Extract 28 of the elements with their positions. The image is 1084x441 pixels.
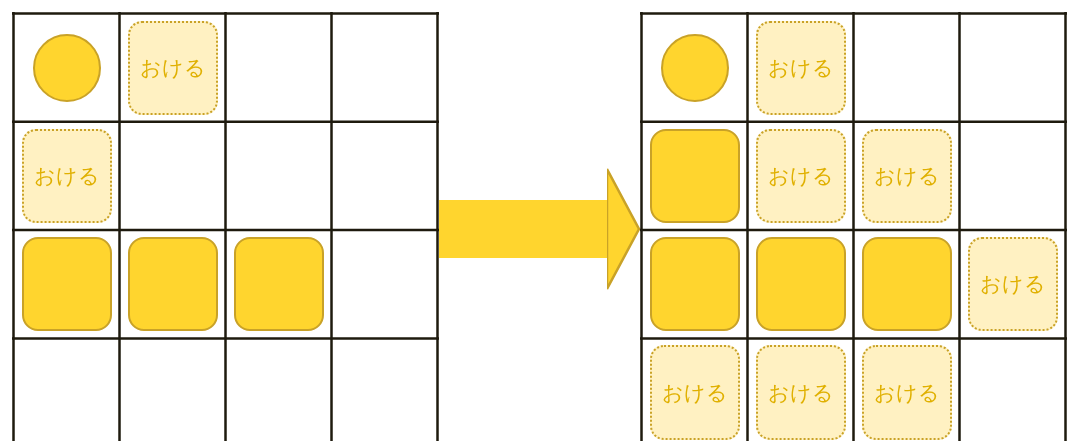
placeable-tile <box>127 20 218 115</box>
square-piece <box>861 237 952 332</box>
placeable-tile <box>861 128 952 224</box>
square-piece <box>21 237 112 332</box>
square-piece <box>649 237 740 332</box>
placeable-tile <box>755 20 846 115</box>
game-board <box>12 12 439 441</box>
placeable-tile <box>21 128 112 224</box>
square-piece <box>127 237 218 332</box>
game-board <box>640 12 1067 441</box>
tile-label: おける <box>139 54 206 82</box>
placeable-tile <box>755 128 846 224</box>
placeable-tile <box>967 237 1058 332</box>
square-piece <box>233 237 324 332</box>
tile-label: おける <box>873 162 940 190</box>
square-piece <box>755 237 846 332</box>
placeable-tile <box>755 345 846 440</box>
tile-label: おける <box>767 54 834 82</box>
placeable-tile <box>861 345 952 440</box>
block-arrow <box>439 167 641 291</box>
tile-label: おける <box>873 379 940 407</box>
tile-label: おける <box>33 162 100 190</box>
placeable-tile <box>649 345 740 440</box>
tile-label: おける <box>661 379 728 407</box>
tile-label: おける <box>979 271 1046 299</box>
square-piece <box>649 128 740 224</box>
tile-label: おける <box>767 162 834 190</box>
tile-label: おける <box>767 379 834 407</box>
